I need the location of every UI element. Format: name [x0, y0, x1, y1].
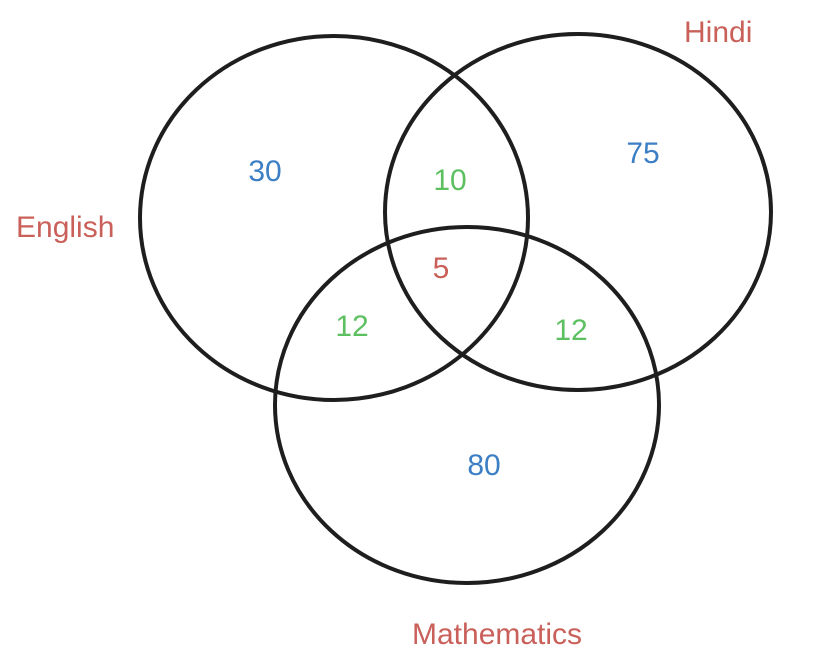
english-label: English — [16, 211, 114, 244]
mathematics-only-value: 80 — [467, 449, 500, 482]
hindi-only-value: 75 — [626, 137, 659, 170]
mathematics-label: Mathematics — [412, 618, 582, 651]
english-only-value: 30 — [248, 155, 281, 188]
english-hindi-value: 10 — [433, 164, 466, 197]
english-mathematics-value: 12 — [335, 310, 368, 343]
mathematics-circle — [273, 225, 661, 585]
all-three-value: 5 — [433, 252, 450, 285]
hindi-mathematics-value: 12 — [554, 314, 587, 347]
hindi-label: Hindi — [684, 16, 752, 49]
hindi-circle — [383, 32, 773, 392]
english-circle — [138, 34, 530, 402]
